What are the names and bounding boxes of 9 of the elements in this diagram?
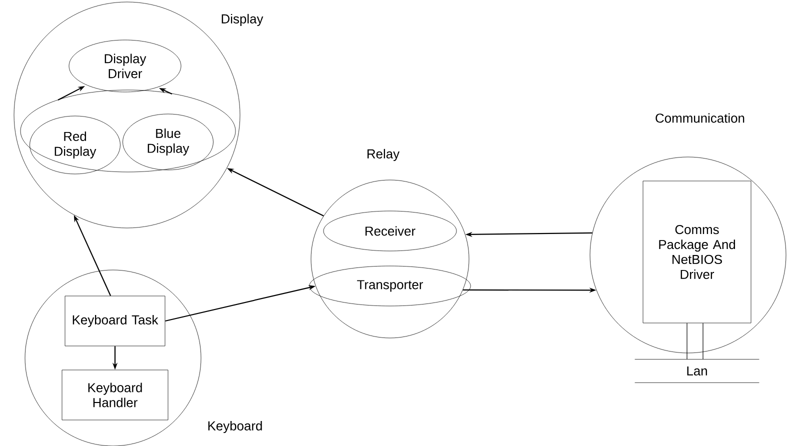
circle-heading: Keyboard <box>208 420 262 434</box>
process-ellipse <box>20 90 236 172</box>
circle-heading: Display <box>222 14 264 26</box>
process-box: Keyboard Task <box>64 296 166 346</box>
process-box: Keyboard Handler <box>62 370 168 420</box>
circle-heading: Relay <box>368 148 400 162</box>
circle-heading: Communication <box>656 113 744 123</box>
process-box: Comms Package And NetBIOS Driver <box>642 180 752 324</box>
network-bus: Lan <box>634 359 760 383</box>
